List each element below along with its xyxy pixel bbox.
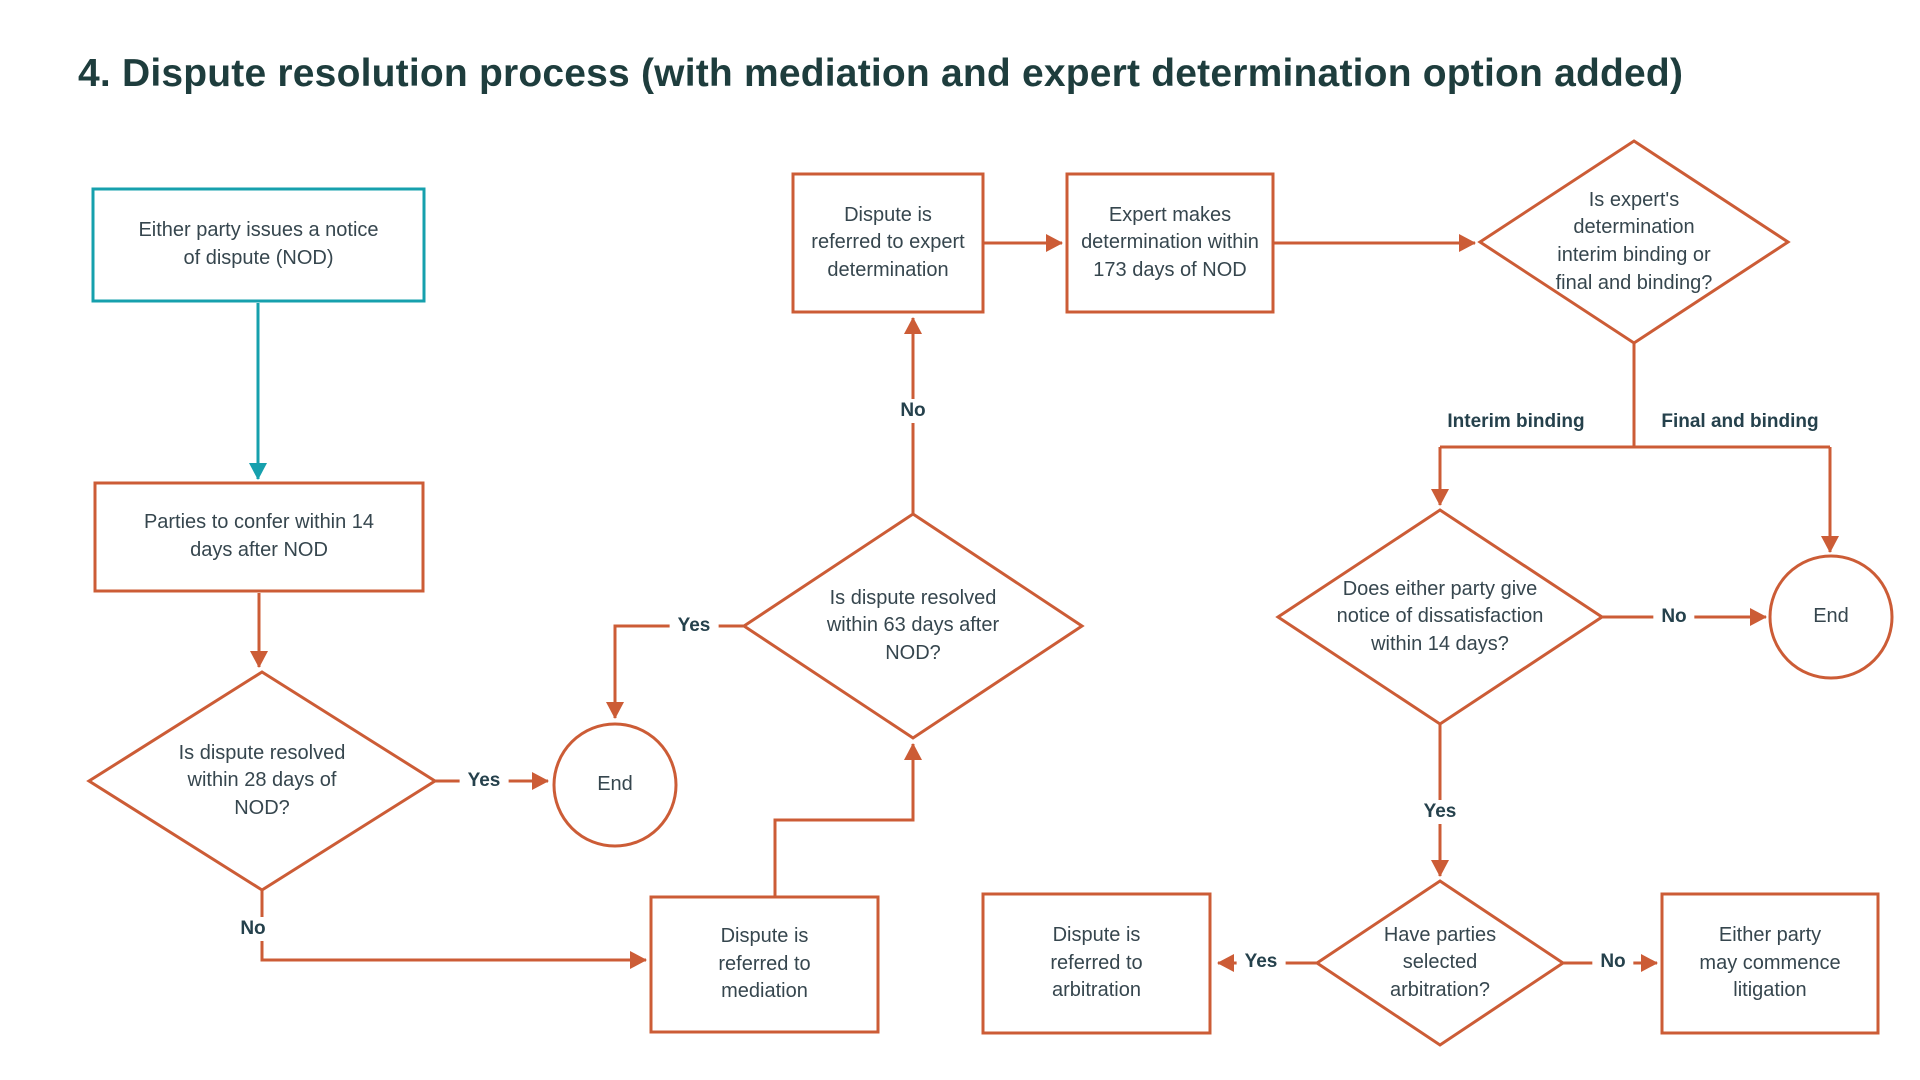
expert-determination-node-shape [1065, 172, 1275, 314]
end-right-circle-shape [1768, 554, 1894, 680]
mediation-node-shape [649, 895, 880, 1034]
resolved28-diamond-shape [86, 670, 438, 892]
expert-referral-node-shape [791, 172, 985, 314]
confer-node-shape [93, 481, 425, 593]
arbitration-node-shape [981, 892, 1212, 1035]
edge-resolved63-yes-to-end [606, 624, 745, 719]
resolved63-diamond-shape [741, 512, 1085, 740]
binding-diamond-shape [1477, 139, 1791, 345]
page-title: 4. Dispute resolution process (with medi… [78, 52, 1684, 95]
dissatisfaction-diamond-shape [1275, 508, 1605, 726]
litigation-node-shape [1660, 892, 1880, 1035]
edge-resolved28-no-to-mediation [260, 890, 647, 969]
edge-mediation-to-resolved63 [773, 743, 922, 897]
arbitration-question-diamond-shape [1314, 879, 1566, 1047]
end-left-circle-shape [552, 722, 678, 848]
start-node-shape [91, 187, 426, 303]
